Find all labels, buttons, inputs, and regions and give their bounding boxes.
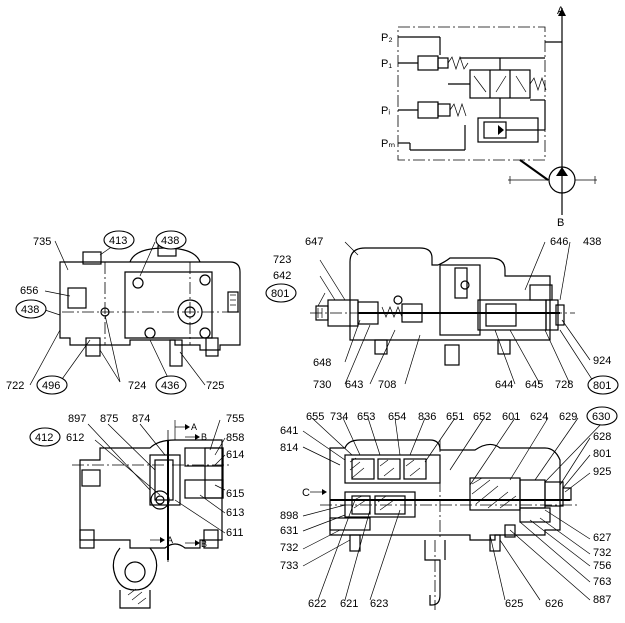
section-mark-a-top: A: [191, 422, 197, 432]
part-label-648: 648: [313, 357, 331, 369]
part-label-629: 629: [559, 411, 577, 423]
port-label-a: A: [557, 5, 565, 17]
part-label-646: 646: [550, 236, 568, 248]
part-label-801-bottom: 801: [593, 448, 611, 460]
hydraulic-circuit-symbol: A B P₂ P₁ Pᵢ Pₘ: [381, 5, 597, 229]
part-label-725: 725: [206, 380, 224, 392]
part-label-654: 654: [388, 411, 406, 423]
part-label-924: 924: [593, 355, 611, 367]
part-label-612: 612: [66, 432, 84, 444]
part-label-734: 734: [330, 411, 348, 423]
top-left-view: 735 413 438 656 438 722 496 724 436 725: [6, 230, 241, 395]
part-label-735: 735: [33, 236, 51, 248]
part-label-814: 814: [280, 442, 298, 454]
part-label-611: 611: [226, 527, 244, 539]
part-label-642: 642: [273, 270, 291, 282]
part-label-722: 722: [6, 380, 24, 392]
bottom-left-view: 897 875 874 755 412 612 858 614 615 613 …: [29, 413, 244, 609]
part-label-858: 858: [226, 432, 244, 444]
part-label-614: 614: [226, 449, 244, 461]
part-label-621: 621: [340, 598, 358, 610]
port-label-pi: Pᵢ: [381, 105, 390, 117]
part-label-723: 723: [273, 254, 291, 266]
bottom-right-view: 655 734 653 654 836 651 652 601 624 629 …: [280, 406, 618, 610]
section-mark-a-bottom: A: [167, 535, 173, 545]
part-label-613: 613: [226, 507, 244, 519]
part-label-645: 645: [525, 379, 543, 391]
part-label-724: 724: [128, 380, 146, 392]
part-label-644: 644: [495, 379, 513, 391]
part-label-730: 730: [313, 379, 331, 391]
part-label-630: 630: [592, 411, 610, 423]
part-label-733: 733: [280, 560, 298, 572]
part-label-874: 874: [132, 413, 150, 425]
top-right-view: 647 646 438 723 642 801 648 730 643 708 …: [265, 236, 619, 395]
part-label-651: 651: [446, 411, 464, 423]
section-mark-b-bottom: B: [201, 539, 207, 549]
part-label-436: 436: [161, 380, 179, 392]
section-mark-c: C: [302, 487, 310, 499]
port-label-pm: Pₘ: [381, 138, 395, 150]
part-label-623: 623: [370, 598, 388, 610]
part-label-728: 728: [555, 379, 573, 391]
part-label-438-top: 438: [161, 235, 179, 247]
part-label-647: 647: [305, 236, 323, 248]
part-label-628: 628: [593, 431, 611, 443]
part-label-643: 643: [345, 379, 363, 391]
part-label-622: 622: [308, 598, 326, 610]
part-label-624: 624: [530, 411, 548, 423]
part-label-732-left: 732: [280, 542, 298, 554]
part-label-732-right: 732: [593, 547, 611, 559]
part-label-708: 708: [378, 379, 396, 391]
part-label-615: 615: [226, 488, 244, 500]
part-label-875: 875: [100, 413, 118, 425]
part-label-655: 655: [306, 411, 324, 423]
part-label-653: 653: [357, 411, 375, 423]
part-label-626: 626: [545, 598, 563, 610]
part-label-656: 656: [20, 285, 38, 297]
part-label-836: 836: [418, 411, 436, 423]
part-label-627: 627: [593, 532, 611, 544]
part-label-801-right: 801: [593, 380, 611, 392]
part-label-496: 496: [42, 380, 60, 392]
part-label-438-right: 438: [583, 236, 601, 248]
port-label-b: B: [557, 217, 564, 229]
part-label-898: 898: [280, 510, 298, 522]
part-label-897: 897: [68, 413, 86, 425]
part-label-755: 755: [226, 413, 244, 425]
part-label-438-side: 438: [21, 304, 39, 316]
port-label-p2: P₂: [381, 32, 393, 44]
part-label-887: 887: [593, 594, 611, 606]
section-mark-b-top: B: [201, 432, 207, 442]
part-label-641: 641: [280, 425, 298, 437]
part-label-925: 925: [593, 466, 611, 478]
port-label-p1: P₁: [381, 58, 392, 70]
part-label-631: 631: [280, 525, 298, 537]
part-label-413: 413: [109, 235, 127, 247]
part-label-763: 763: [593, 576, 611, 588]
part-label-801-left: 801: [271, 288, 289, 300]
part-label-756: 756: [593, 560, 611, 572]
part-label-601: 601: [502, 411, 520, 423]
part-label-652: 652: [473, 411, 491, 423]
part-label-412: 412: [35, 432, 53, 444]
part-label-625: 625: [505, 598, 523, 610]
